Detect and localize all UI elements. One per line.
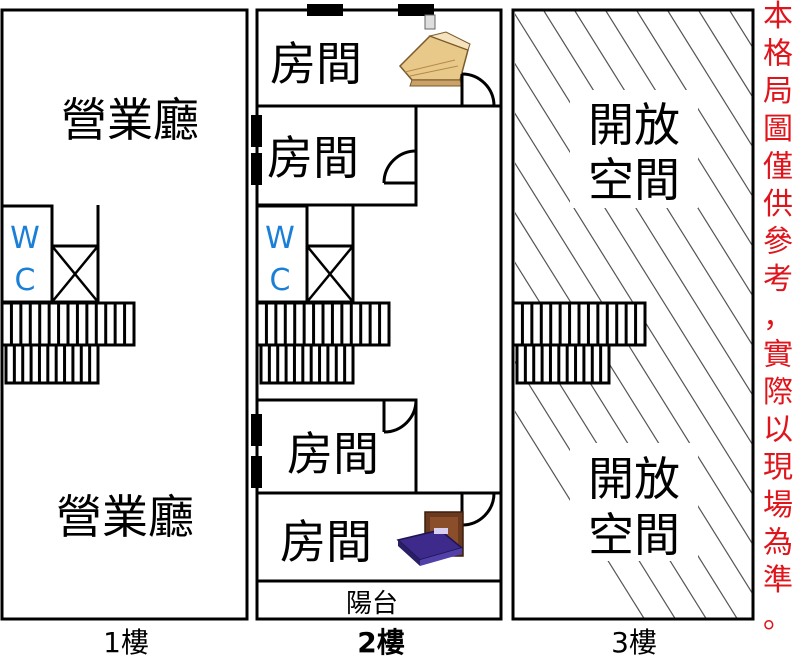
label-backdrop [570, 90, 698, 208]
disclaimer-char: 參 [763, 225, 793, 260]
door-swing-icon [382, 149, 417, 185]
disclaimer-char: 。 [763, 601, 793, 636]
room-b [255, 104, 418, 207]
balcony [255, 579, 503, 621]
balcony-label: 陽台 [346, 589, 398, 619]
floor-3: 開放 空間 開放 空間 3樓 [511, 8, 800, 659]
door-swing-icon [460, 72, 496, 107]
hatch-line [515, 62, 752, 445]
hall-label-top: 營業廳 [61, 93, 199, 147]
disclaimer-char: 際 [763, 375, 793, 410]
floor-3-caption: 3樓 [611, 626, 657, 659]
floor-2-caption: 2樓 [357, 626, 404, 659]
open-space-label-top-line2: 空間 [588, 153, 680, 207]
bed-icon [398, 14, 471, 87]
disclaimer-char: 考 [763, 262, 793, 297]
hatch-line [667, 11, 752, 147]
wc-letter-c: C [15, 263, 36, 298]
open-space-label-bottom-line2: 空間 [588, 508, 680, 562]
disclaimer-char: 為 [763, 525, 793, 560]
disclaimer-char: 現 [763, 450, 793, 485]
hatch-line [636, 11, 752, 197]
disclaimer-char: 局 [763, 74, 793, 109]
door-swing-icon [382, 399, 418, 434]
disclaimer-char: 供 [763, 187, 793, 222]
room-b-label: 房間 [267, 131, 359, 185]
disclaimer-char: 僅 [763, 149, 793, 184]
floor-1: 營業廳 W C 營業廳 1樓 [0, 8, 249, 659]
disclaimer-char: 以 [763, 413, 793, 448]
elevator-shaft-icon [305, 244, 355, 304]
elevator-shaft-icon [50, 244, 100, 304]
staircase-icon [255, 301, 391, 385]
disclaimer-char: 本 [763, 0, 793, 34]
room-a-label: 房間 [270, 37, 362, 91]
wc-letter-w: W [265, 221, 295, 256]
wc-letter-c: C [270, 263, 291, 298]
disclaimer-char: ， [763, 300, 793, 335]
disclaimer-char: 圖 [763, 112, 793, 147]
disclaimer-char: 準 [763, 563, 793, 598]
hatch-line [792, 11, 800, 620]
disclaimer-char: 場 [763, 488, 793, 523]
open-space-label-bottom-line1: 開放 [588, 452, 680, 506]
floor-2: 房間 房間 W C [251, 4, 503, 659]
room-d-label: 房間 [280, 515, 372, 569]
hall-label-bottom: 營業廳 [56, 490, 194, 544]
staircase-icon [511, 301, 647, 385]
room-c-label: 房間 [287, 427, 379, 481]
label-backdrop [570, 443, 698, 561]
open-space-label-top-line1: 開放 [588, 98, 680, 152]
disclaimer-char: 格 [763, 37, 793, 72]
door-swing-icon [460, 492, 496, 527]
bed-icon [396, 511, 464, 566]
disclaimer-char: 實 [763, 337, 793, 372]
wc-letter-w: W [10, 221, 40, 256]
staircase-icon [0, 301, 136, 385]
floor-1-caption: 1樓 [103, 626, 149, 659]
